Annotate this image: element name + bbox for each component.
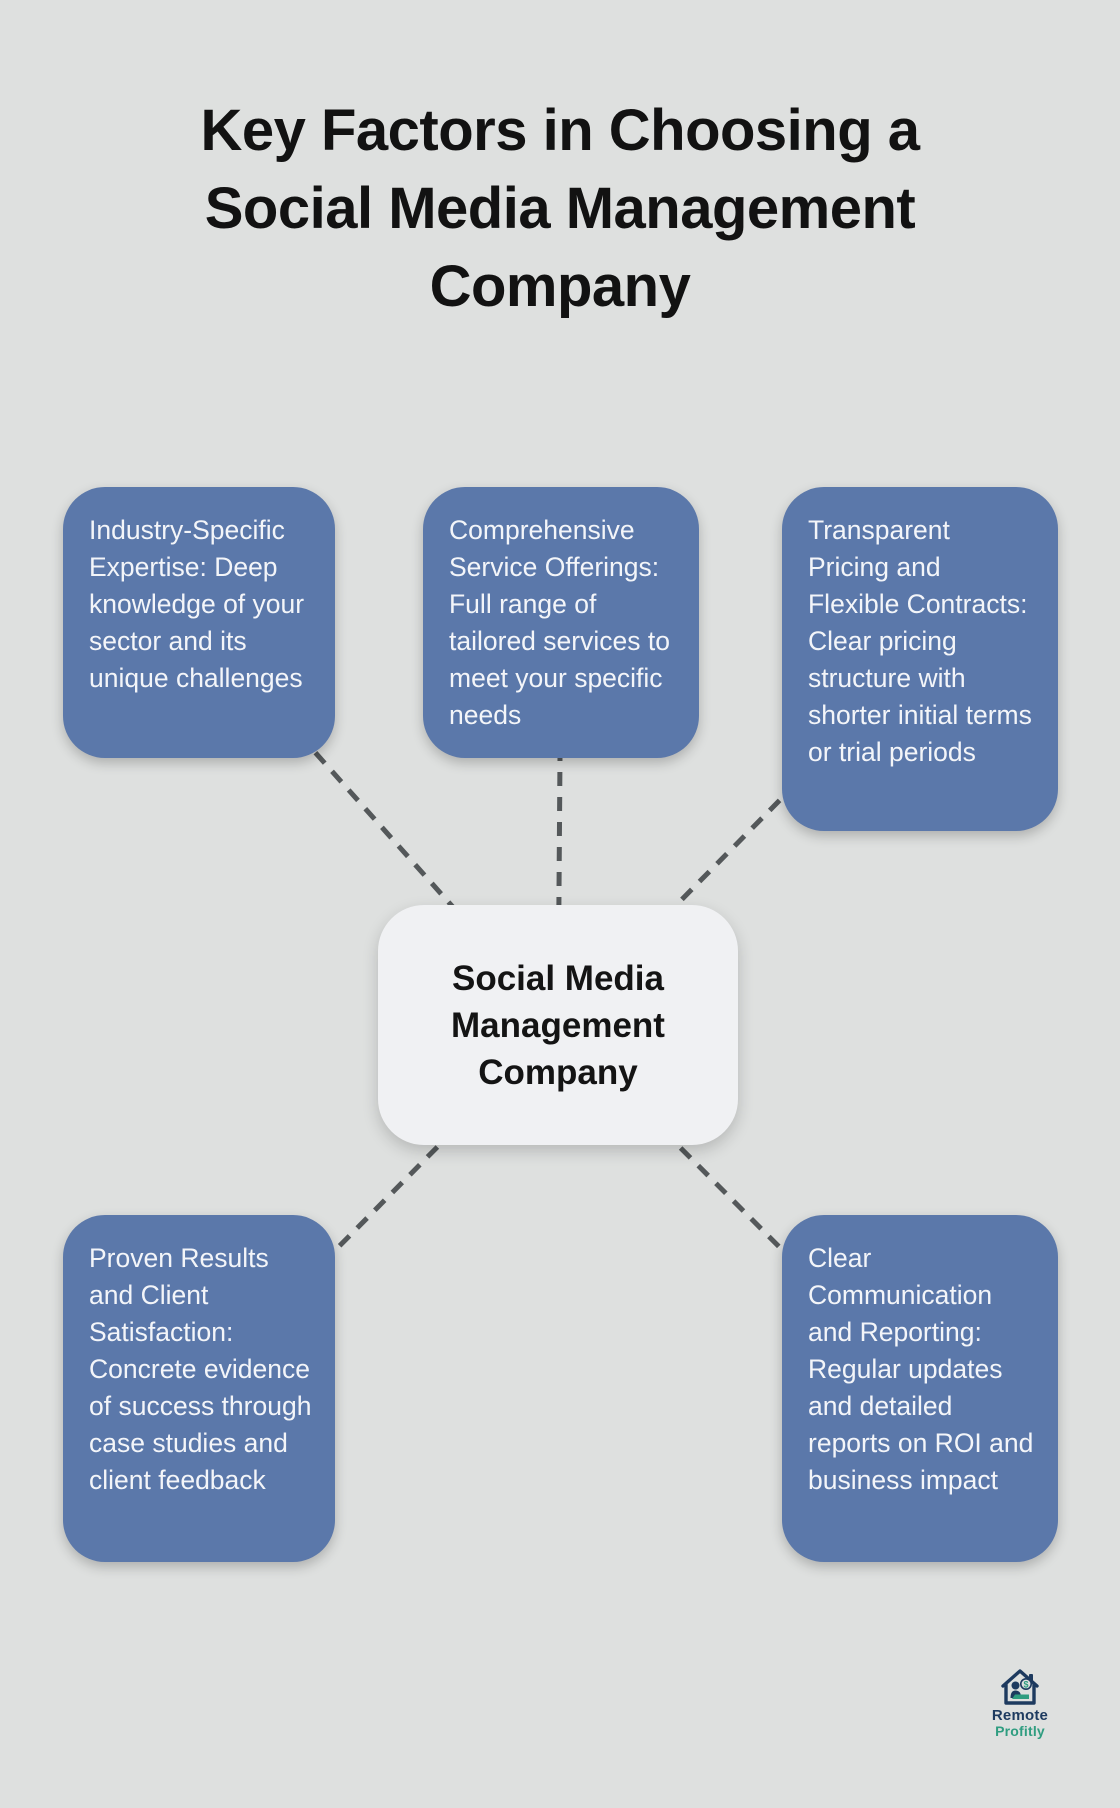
factor-box-clear-communication: Clear Communication and Reporting: Regul…: [782, 1215, 1058, 1562]
remote-profitly-logo: $ Remote Profitly: [978, 1668, 1062, 1739]
factor-text: Transparent Pricing and Flexible Contrac…: [808, 515, 1032, 767]
factor-box-transparent-pricing: Transparent Pricing and Flexible Contrac…: [782, 487, 1058, 831]
factor-text: Proven Results and Client Satisfaction: …: [89, 1243, 312, 1495]
factor-text: Clear Communication and Reporting: Regul…: [808, 1243, 1034, 1495]
logo-text-remote: Remote: [991, 1707, 1049, 1724]
center-node: Social Media Management Company: [378, 905, 738, 1145]
logo-text-profitly: Profitly: [995, 1723, 1045, 1739]
center-node-label: Social Media Management Company: [451, 958, 665, 1092]
svg-text:$: $: [1023, 1679, 1028, 1689]
factor-box-industry-expertise: Industry-Specific Expertise: Deep knowle…: [63, 487, 335, 758]
factor-text: Industry-Specific Expertise: Deep knowle…: [89, 515, 305, 693]
factor-box-service-offerings: Comprehensive Service Offerings: Full ra…: [423, 487, 699, 758]
house-person-laptop-dollar-icon: $: [1001, 1669, 1039, 1705]
page-title: Key Factors in Choosing a Social Media M…: [200, 98, 920, 319]
factor-box-proven-results: Proven Results and Client Satisfaction: …: [63, 1215, 335, 1562]
factor-text: Comprehensive Service Offerings: Full ra…: [449, 515, 670, 730]
